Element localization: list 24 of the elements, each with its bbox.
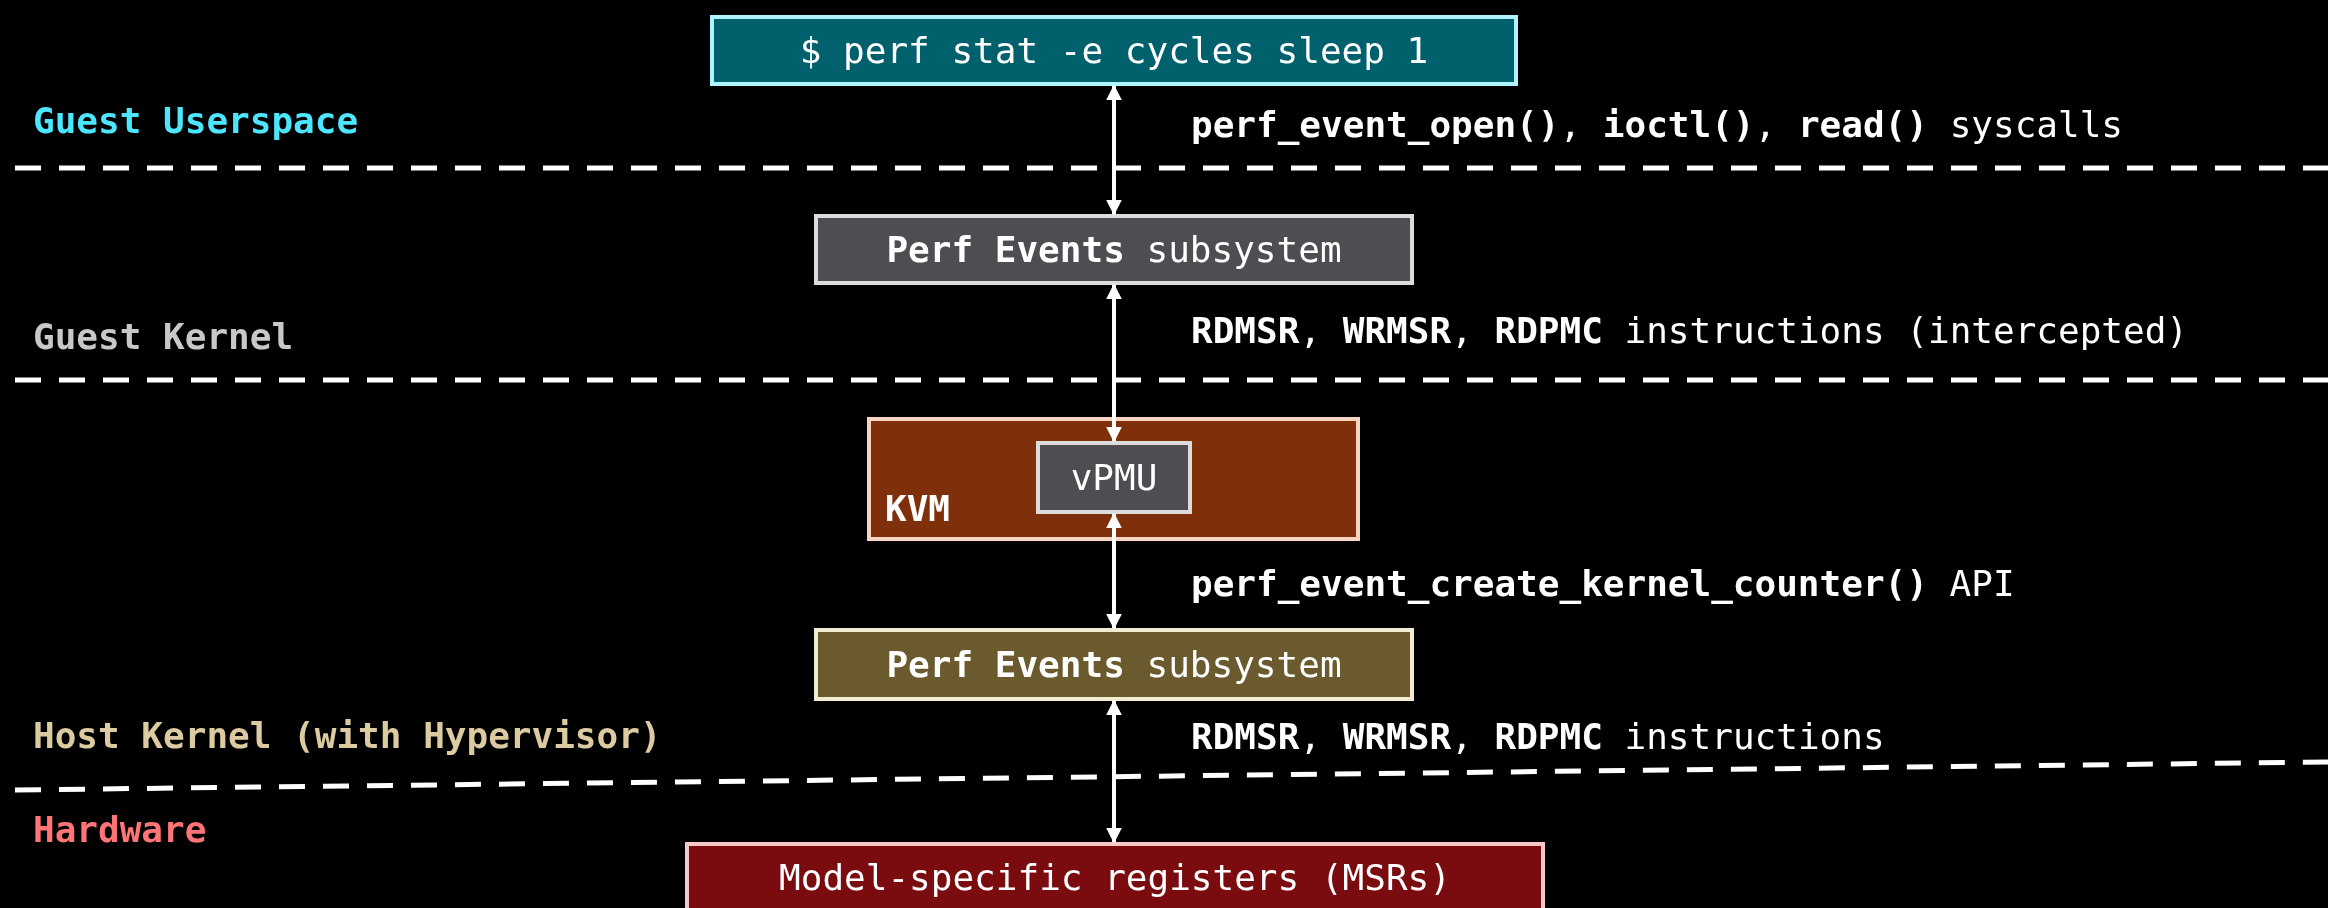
edge-label: RDMSR, WRMSR, RDPMC instructions (intercepted) — [1191, 310, 2189, 351]
box-label: vPMU — [1070, 457, 1158, 498]
layer-label: Hardware — [33, 809, 207, 850]
box-label: Perf Events subsystem — [886, 229, 1342, 270]
double-arrow — [1106, 512, 1122, 630]
hypervisor-box — [867, 417, 1360, 541]
vpmu-box — [1036, 441, 1192, 514]
box-label: Model-specific registers (MSRs) — [779, 856, 1451, 898]
register-box — [685, 842, 1545, 908]
box-label: Perf Events subsystem — [886, 644, 1342, 685]
edge-label: perf_event_open(), ioctl(), read() syscalls — [1191, 104, 2124, 145]
double-arrow — [1106, 283, 1122, 443]
layer-label: Host Kernel (with Hypervisor) — [33, 715, 662, 756]
double-arrow — [1106, 699, 1122, 844]
layer-label: Guest Userspace — [33, 100, 359, 141]
layer-label: Guest Kernel — [33, 316, 294, 357]
edge-label: RDMSR, WRMSR, RDPMC instructions — [1191, 716, 1885, 757]
subsystem-box — [814, 214, 1414, 285]
box-title: KVM — [885, 488, 951, 529]
command-box — [710, 15, 1518, 86]
box-label: $ perf stat -e cycles sleep 1 — [799, 30, 1429, 71]
subsystem-box — [814, 628, 1414, 701]
double-arrow — [1106, 84, 1122, 216]
edge-label: perf_event_create_kernel_counter() API — [1191, 563, 2015, 604]
